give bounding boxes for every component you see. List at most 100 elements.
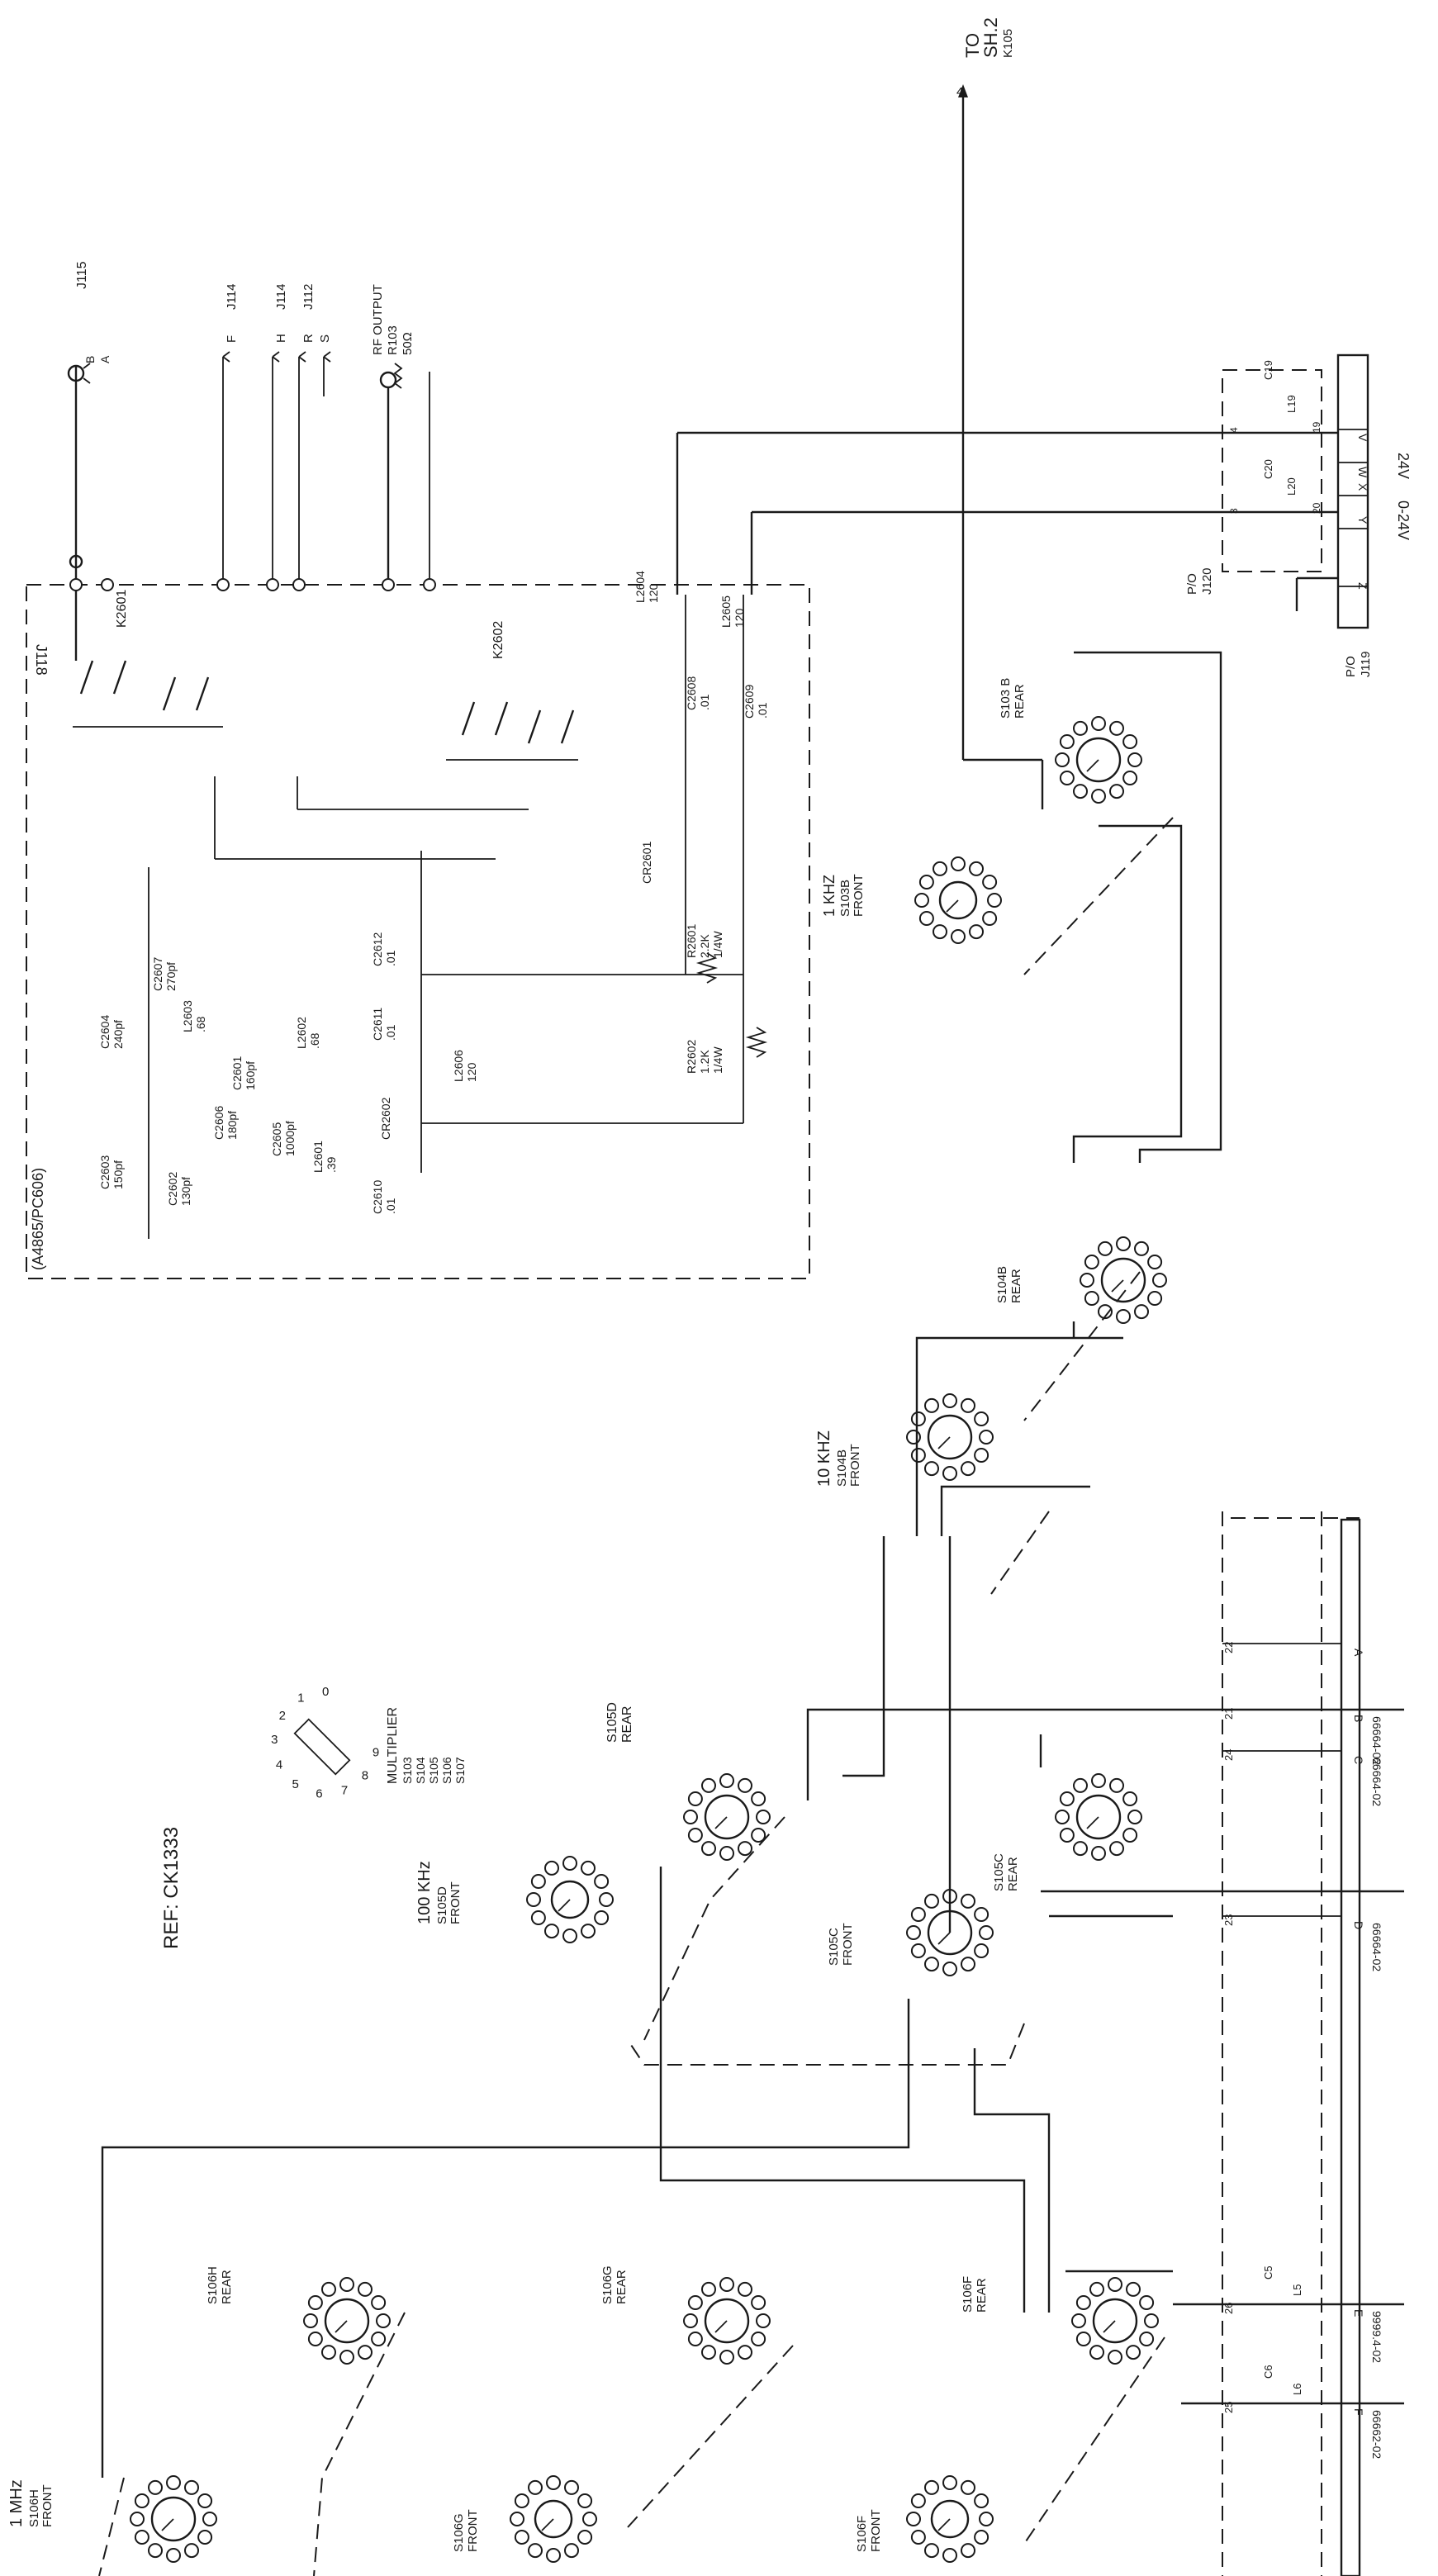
bus-letter-v: V: [1356, 434, 1369, 442]
j112-connector: J112 R S: [298, 284, 332, 588]
switch-lug: [751, 1791, 766, 1806]
switch-lug: [1126, 2281, 1141, 2297]
j115-connector: J115 B A: [67, 261, 112, 562]
bus-pin-4: 4: [1228, 427, 1240, 433]
switch-lug: [979, 1430, 994, 1445]
switch-lug: [582, 2512, 597, 2526]
switch-lug: [1116, 1309, 1131, 1324]
bus-pin-20: 20: [1311, 502, 1322, 514]
c20-label: C20: [1262, 459, 1274, 479]
switch-lug: [1109, 1777, 1124, 1793]
bus-value-e: 9999.4-02: [1370, 2311, 1383, 2363]
switch-lug: [197, 2493, 213, 2508]
cr2602-label: CR2602: [379, 1097, 392, 1140]
bus-pin-3: 3: [1228, 508, 1240, 514]
switch-lug: [951, 856, 966, 871]
bus-letter-e: E: [1352, 2309, 1365, 2317]
switch-lug: [130, 2512, 145, 2526]
c2610-value: .01: [384, 1198, 397, 1214]
dial-digit: 3: [271, 1733, 278, 1747]
dial-digit: 5: [292, 1777, 299, 1791]
c6-label: C6: [1262, 2365, 1274, 2379]
switch-lug: [1147, 1255, 1163, 1269]
switch-lug: [1059, 1791, 1075, 1806]
s106f-rear-side: REAR: [975, 2278, 989, 2313]
s106g-front-side: FRONT: [466, 2509, 480, 2552]
switch-lug: [1075, 2295, 1091, 2310]
r2602-value: 1.2K: [698, 1050, 711, 1074]
dial-digit: 8: [362, 1769, 368, 1783]
switch-lug: [701, 1777, 716, 1793]
switch-lug: [1055, 1810, 1070, 1824]
s106h-front-switch: [130, 2475, 217, 2563]
bus-pin-c: 24: [1222, 1749, 1235, 1761]
l20-label: L20: [1285, 477, 1298, 496]
switch-lug: [594, 1910, 610, 1925]
bus-letter-b: B: [1352, 1715, 1365, 1722]
r2601-label: R2601: [685, 924, 698, 958]
switch-lug: [942, 1962, 957, 1976]
bus-letter-y: Y: [1356, 516, 1369, 524]
j119-label: J119: [1359, 652, 1373, 677]
c2608-value: .01: [698, 694, 711, 710]
s103b-front-switch: [914, 856, 1002, 944]
switch-lug: [321, 2281, 336, 2297]
s106g-rear-switch: [683, 2277, 771, 2365]
c2609-value: .01: [756, 702, 769, 719]
switch-lug: [184, 2479, 199, 2495]
s105d-rear-label: S105D: [605, 1702, 619, 1743]
switch-lug: [961, 1461, 975, 1477]
switch-lug: [918, 875, 934, 890]
switch-lug: [562, 1928, 577, 1943]
r2601-rating: 1/4W: [711, 931, 724, 958]
s104b-rear-switch: [1080, 1236, 1167, 1324]
bus-pin-a: 22: [1222, 1642, 1235, 1653]
j114h-pin: H: [274, 334, 288, 343]
switch-lug: [339, 2277, 354, 2292]
s105c-front-switch: [906, 1889, 994, 1976]
switch-lug: [1109, 784, 1124, 799]
l2601-value: .39: [325, 1156, 338, 1173]
l2603-value: .68: [194, 1016, 207, 1032]
c2609-label: C2609: [743, 685, 756, 719]
switch-lug: [961, 2479, 975, 2495]
c2601-value: 160pf: [244, 1061, 257, 1090]
bus-value-d: 66664-02: [1370, 1923, 1383, 1971]
j115-pin-a: A: [98, 355, 112, 363]
switch-lug: [1055, 752, 1070, 767]
c2607-value: 270pf: [164, 962, 178, 991]
switch-lug: [933, 924, 947, 940]
switch-lug: [924, 1397, 939, 1413]
j114f-label: J114: [225, 284, 239, 310]
switch-lug: [530, 1874, 546, 1889]
switch-lug: [906, 2512, 921, 2526]
switch-lug: [166, 2548, 181, 2563]
switch-lug: [719, 2350, 734, 2365]
dial-digit: 4: [276, 1758, 282, 1772]
switch-lug: [756, 2313, 771, 2328]
bus-letter-c: C: [1352, 1756, 1365, 1764]
switch-lug: [514, 2530, 529, 2545]
switch-lug: [738, 1841, 752, 1857]
switch-lug: [1108, 2277, 1122, 2292]
board-ref: J118: [33, 644, 50, 676]
c2603-value: 150pf: [112, 1160, 125, 1189]
switch-lug: [528, 2479, 543, 2495]
switch-lug: [969, 924, 984, 940]
l2602-label: L2602: [295, 1017, 308, 1049]
switch-lug: [1091, 789, 1106, 804]
mechanical-linkage: [98, 817, 1322, 2576]
r2602-rating: 1/4W: [711, 1046, 724, 1074]
switch-lug: [546, 2475, 561, 2490]
multiplier-label: MULTIPLIER: [386, 1707, 400, 1784]
switch-lug: [1059, 1828, 1075, 1843]
switch-lug: [924, 1893, 939, 1909]
bus-pin-d: 23: [1222, 1914, 1235, 1926]
s103b-front-side: FRONT: [852, 874, 866, 917]
reference-label: REF: CK1333: [160, 1827, 183, 1949]
switch-lug: [1084, 1255, 1099, 1269]
switch-lug: [1127, 1810, 1142, 1824]
switch-lug: [687, 1828, 703, 1843]
switch-lug: [577, 2530, 593, 2545]
